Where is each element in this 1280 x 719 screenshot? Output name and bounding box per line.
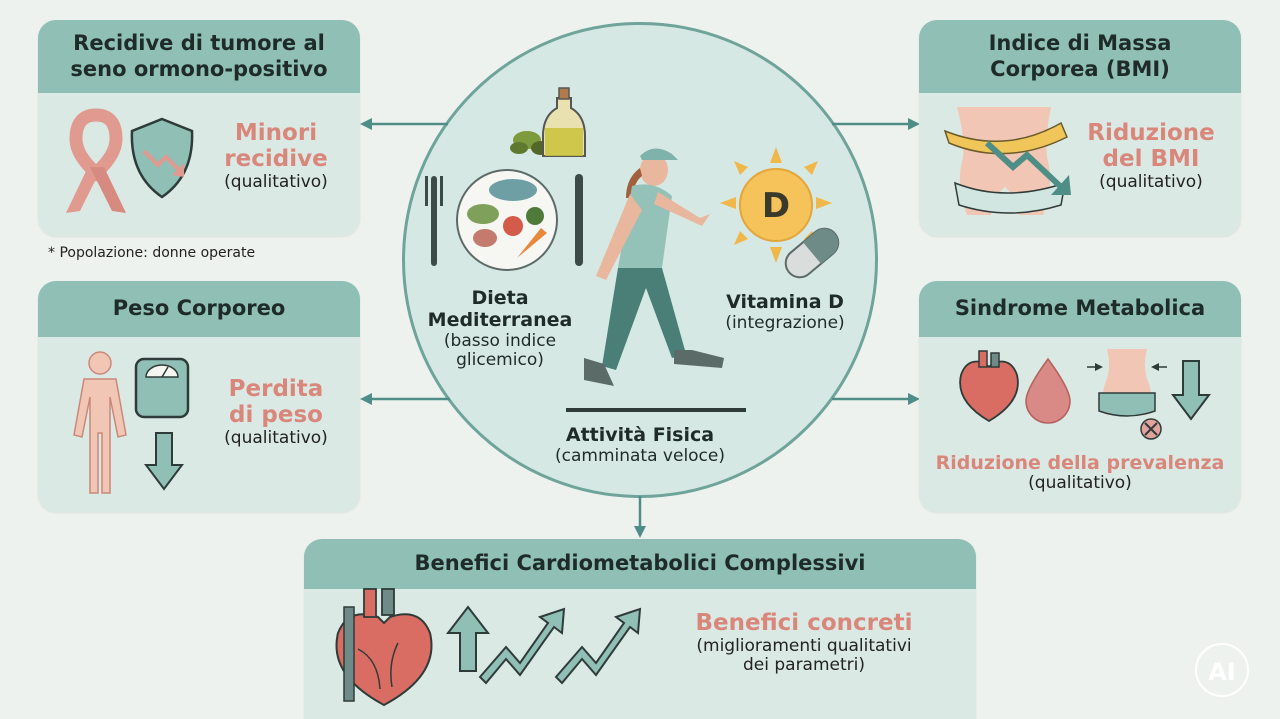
weight-title: Peso Corporeo — [38, 281, 360, 337]
population-note: * Popolazione: donne operate — [48, 245, 256, 261]
cardio-card: Benefici Cardiometabolici Complessivi Be… — [304, 539, 976, 719]
walking-woman-icon — [566, 148, 746, 412]
metabolic-result: Riduzione della prevalenza — [935, 452, 1225, 474]
recurrence-card: Recidive di tumore al seno ormono-positi… — [38, 20, 360, 236]
activity-label: Attività Fisica (camminata veloce) — [530, 424, 750, 466]
down-arrow-icon — [1171, 360, 1211, 421]
recurrence-result: Minori recidive — [224, 120, 328, 172]
arrow-to-bmi — [832, 118, 920, 130]
diet-subtitle: (basso indice glicemico) — [443, 330, 557, 371]
activity-subtitle: (camminata veloce) — [555, 445, 725, 466]
metabolic-note: (qualitativo) — [1028, 473, 1132, 494]
arrow-to-metabolic — [832, 393, 920, 405]
scale-icon — [134, 357, 190, 419]
vitamin-d-letter: D — [762, 186, 790, 226]
metabolic-result-block: Riduzione della prevalenza (qualitativo) — [919, 452, 1241, 494]
cardio-body: Benefici concreti (miglioramenti qualita… — [304, 588, 976, 719]
activity-title: Attività Fisica — [565, 424, 715, 446]
waist-measure-icon — [943, 107, 1071, 215]
weight-result-block: Perdita di peso (qualitativo) — [206, 376, 346, 448]
pink-ribbon-icon — [66, 108, 126, 213]
diet-title: Dieta Mediterranea — [427, 287, 573, 331]
weight-note: (qualitativo) — [224, 427, 328, 448]
blood-drop-icon — [1025, 357, 1071, 424]
arrow-to-cardio — [634, 496, 646, 538]
metabolic-card: Sindrome Metabolica Riduzione della prev… — [919, 281, 1241, 512]
vitamin-d-sun-icon: D — [720, 147, 840, 279]
cardio-note: (miglioramenti qualitativi dei parametri… — [696, 635, 912, 675]
bmi-result-block: Riduzione del BMI (qualitativo) — [1081, 120, 1221, 192]
recurrence-result-block: Minori recidive (qualitativo) — [206, 120, 346, 192]
watermark-text: AI — [1208, 658, 1236, 686]
trend-up-arrow-icon — [554, 607, 642, 685]
recurrence-body: Minori recidive (qualitativo) — [38, 93, 360, 236]
arrow-to-weight — [360, 393, 450, 405]
vitamin-title: Vitamina D — [726, 291, 844, 313]
heart-organ-icon — [959, 350, 1019, 423]
mediterranean-plate-icon — [425, 169, 583, 271]
heart-organ-icon — [335, 588, 433, 707]
metabolic-title: Sindrome Metabolica — [919, 281, 1241, 337]
shield-icon — [130, 117, 194, 199]
cardio-result: Benefici concreti — [695, 610, 913, 636]
bmi-body: Riduzione del BMI (qualitativo) — [919, 93, 1241, 236]
human-body-icon — [73, 351, 127, 494]
bmi-note: (qualitativo) — [1099, 171, 1203, 192]
bmi-result: Riduzione del BMI — [1087, 120, 1215, 172]
diet-label: Dieta Mediterranea (basso indice glicemi… — [420, 287, 580, 371]
down-arrow-icon — [144, 432, 184, 491]
recurrence-note: (qualitativo) — [224, 171, 328, 192]
cardio-title: Benefici Cardiometabolici Complessivi — [304, 539, 976, 589]
weight-card: Peso Corporeo Perdita di peso (qualitati… — [38, 281, 360, 512]
cardio-result-block: Benefici concreti (miglioramenti qualita… — [678, 610, 930, 675]
metabolic-body: Riduzione della prevalenza (qualitativo) — [919, 337, 1241, 512]
weight-result: Perdita di peso — [228, 376, 324, 428]
arrow-to-recurrence — [360, 118, 448, 130]
weight-body: Perdita di peso (qualitativo) — [38, 337, 360, 512]
ai-generated-watermark: AI — [1195, 643, 1249, 697]
recurrence-title: Recidive di tumore al seno ormono-positi… — [38, 20, 360, 93]
vitamin-subtitle: (integrazione) — [725, 312, 845, 333]
trend-up-arrow-icon — [478, 607, 566, 685]
olive-oil-icon — [510, 87, 586, 157]
bmi-title: Indice di Massa Corporea (BMI) — [919, 20, 1241, 93]
vitamin-label: Vitamina D (integrazione) — [705, 291, 865, 333]
bmi-card: Indice di Massa Corporea (BMI) Riduzione… — [919, 20, 1241, 236]
waist-reduction-icon — [1087, 349, 1167, 440]
up-arrow-icon — [445, 605, 491, 672]
